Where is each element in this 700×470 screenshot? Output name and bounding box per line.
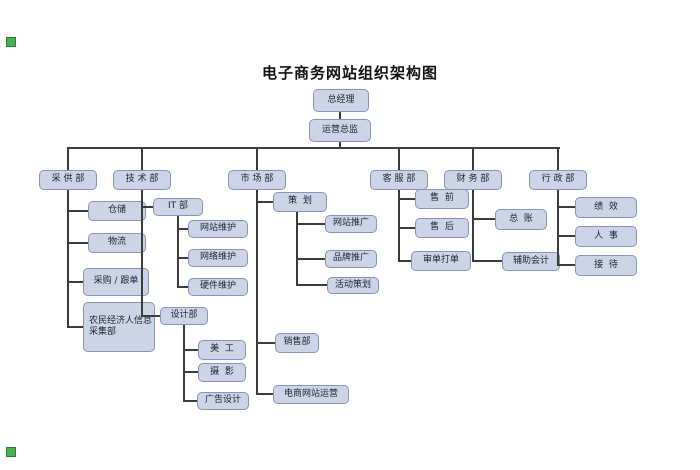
connector-line: [296, 223, 325, 225]
connector-line: [256, 393, 273, 395]
node-dept-tech: 技 术 部: [113, 170, 171, 190]
connector-line: [296, 258, 325, 260]
connector-line: [67, 149, 69, 170]
green-square-icon: [6, 447, 16, 457]
node-performance: 绩 效: [575, 197, 637, 218]
node-assistant-accounting: 辅助会计: [502, 252, 560, 271]
node-site-promotion: 网站推广: [325, 215, 377, 233]
connector-line: [339, 112, 341, 119]
connector-line: [67, 326, 83, 328]
node-planning: 策 划: [273, 192, 327, 212]
connector-line: [183, 349, 198, 351]
node-presales: 售 前: [415, 189, 469, 209]
node-dept-finance: 财 务 部: [444, 170, 502, 190]
node-dept-customer-service: 客 服 部: [370, 170, 428, 190]
connector-line: [398, 227, 415, 229]
connector-line: [183, 325, 185, 402]
connector-line: [256, 190, 258, 394]
connector-line: [398, 149, 400, 170]
connector-line: [141, 206, 153, 208]
connector-line: [67, 242, 88, 244]
connector-line: [67, 281, 83, 283]
node-brand-promotion: 品牌推广: [325, 250, 377, 268]
node-ad-design: 广告设计: [197, 392, 249, 410]
node-ecommerce-operation: 电商网站运营: [273, 385, 349, 404]
node-operations-director: 运营总监: [309, 119, 371, 142]
node-event-planning: 活动策划: [327, 277, 379, 294]
connector-line: [256, 342, 275, 344]
connector-line: [398, 198, 415, 200]
node-art: 美 工: [198, 340, 246, 360]
connector-line: [472, 260, 502, 262]
node-aftersales: 售 后: [415, 218, 469, 238]
connector-line: [177, 257, 188, 259]
connector-line: [296, 284, 327, 286]
connector-line: [256, 201, 273, 203]
connector-line: [557, 264, 575, 266]
node-reception: 接 待: [575, 255, 637, 276]
node-general-manager: 总经理: [313, 89, 369, 112]
node-dept-admin: 行 政 部: [529, 170, 587, 190]
node-general-ledger: 总 账: [495, 209, 547, 230]
connector-line: [472, 149, 474, 170]
connector-line: [256, 149, 258, 170]
node-sales: 销售部: [275, 333, 319, 353]
connector-line: [183, 371, 198, 373]
connector-line: [557, 149, 559, 170]
green-square-icon: [6, 37, 16, 47]
connector-line: [67, 210, 88, 212]
connector-line: [141, 315, 160, 317]
connector-line: [177, 228, 188, 230]
node-order-check: 审单打单: [411, 251, 471, 271]
connector-line: [557, 235, 575, 237]
node-network-maintenance: 网络维护: [188, 249, 248, 267]
node-logistics: 物流: [88, 233, 146, 253]
node-it: IT 部: [153, 198, 203, 216]
node-warehouse: 仓储: [88, 201, 146, 221]
connector-line: [472, 218, 495, 220]
connector-line: [398, 260, 411, 262]
connector-line: [183, 400, 197, 402]
node-farmer-info: 农民经济人信息采集部: [83, 302, 155, 352]
node-hr: 人 事: [575, 226, 637, 247]
connector-line: [472, 190, 474, 261]
node-dept-marketing: 市 场 部: [228, 170, 286, 190]
node-purchasing: 采购 / 跟单: [83, 268, 149, 296]
connector-line: [557, 206, 575, 208]
connector-line: [339, 142, 341, 148]
node-website-maintenance: 网站维护: [188, 220, 248, 238]
connector-line: [141, 190, 143, 317]
node-photography: 摄 影: [198, 363, 246, 382]
page-title: 电子商务网站组织架构图: [261, 64, 438, 82]
connector-line: [141, 149, 143, 170]
connector-line: [67, 190, 69, 328]
node-design: 设计部: [160, 307, 208, 325]
connector-line: [296, 212, 298, 286]
connector-line: [557, 190, 559, 266]
connector-line: [398, 190, 400, 261]
connector-line: [177, 286, 188, 288]
connector-line: [67, 147, 560, 149]
node-dept-procurement: 采 供 部: [39, 170, 97, 190]
node-hardware-maintenance: 硬件维护: [188, 278, 248, 296]
connector-line: [177, 216, 179, 287]
